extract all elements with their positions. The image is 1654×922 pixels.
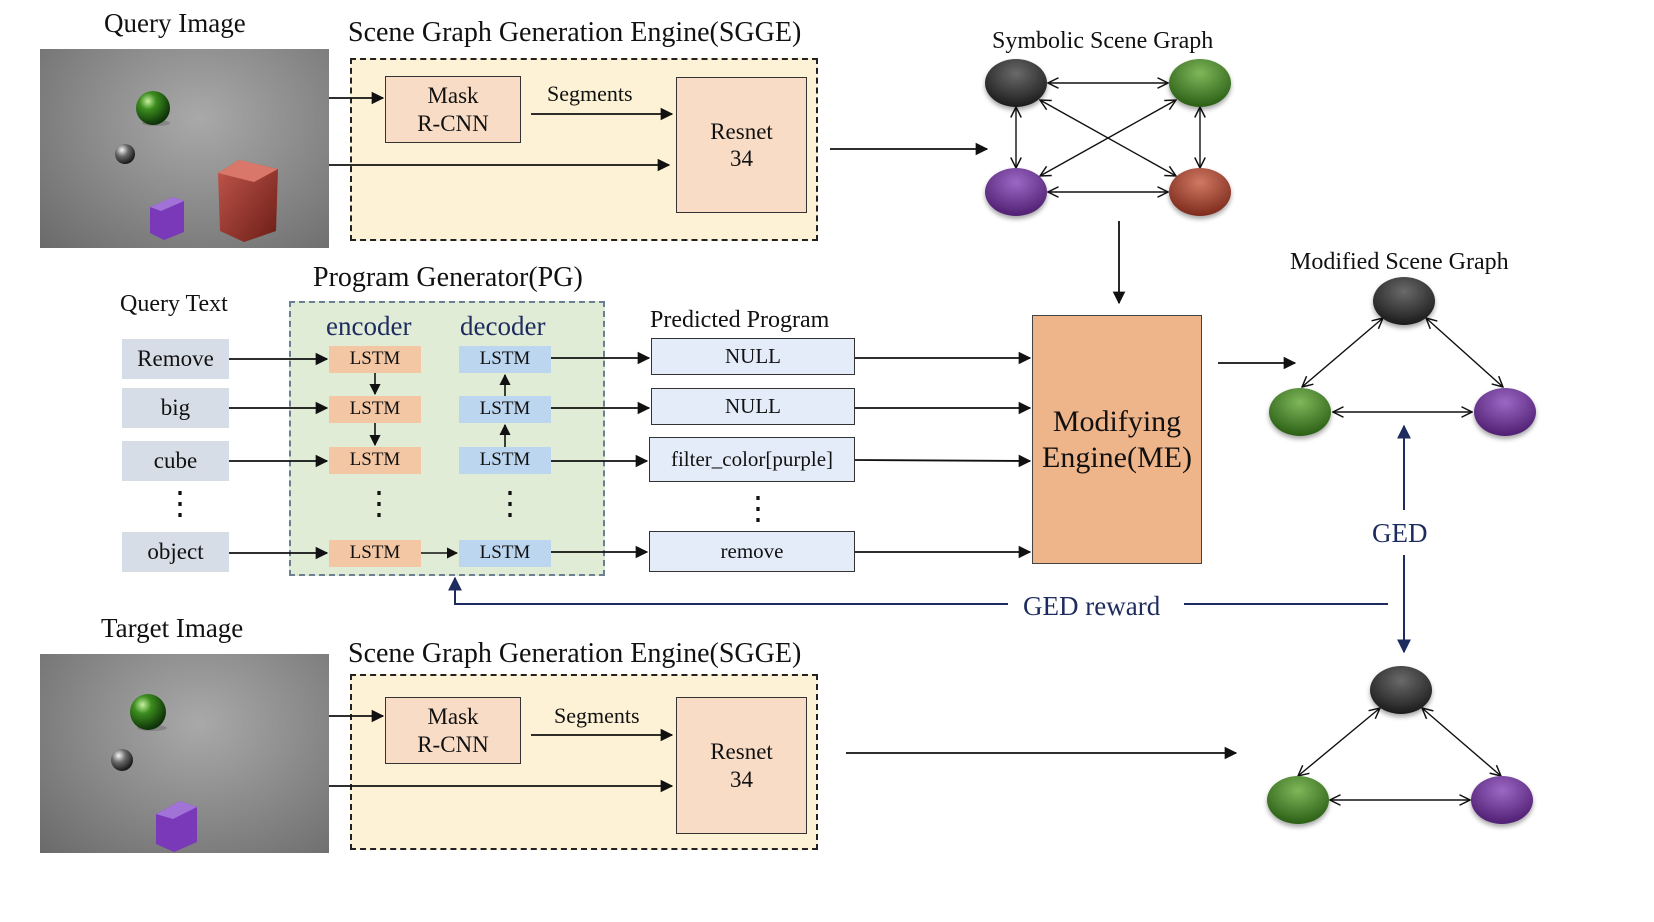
target-graph-edges [1298, 708, 1501, 800]
query-word: Remove [122, 339, 229, 379]
resnet-box-top: Resnet 34 [676, 77, 807, 213]
program-to-me-arrows [854, 351, 1032, 559]
target-image [40, 654, 329, 853]
symbolic-graph-label: Symbolic Scene Graph [992, 28, 1214, 54]
ged-reward-feedback-arrow [448, 576, 1008, 605]
program-step: remove [649, 531, 855, 572]
modifying-engine-box: Modifying Engine(ME) [1032, 315, 1202, 564]
target-image-label: Target Image [101, 613, 244, 643]
decoder-lstm: LSTM [459, 540, 551, 567]
graph-node-green [1269, 388, 1331, 436]
decoder-lstm: LSTM [459, 346, 551, 373]
program-ellipsis: ⋮ [742, 490, 774, 526]
decoder-to-program-arrows [551, 351, 651, 559]
encoder-lstm: LSTM [329, 540, 421, 567]
mask-rcnn-box-top: Mask R-CNN [385, 76, 521, 143]
encoder-ellipsis: ⋮ [363, 485, 395, 521]
encoder-lstm: LSTM [329, 346, 421, 373]
query-word-ellipsis: ⋮ [164, 485, 196, 521]
graph-node-red [1169, 168, 1231, 216]
graph-node-purple [1471, 776, 1533, 824]
decoder-label: decoder [460, 311, 546, 341]
decoder-lstm: LSTM [459, 447, 551, 474]
segments-label-top: Segments [547, 81, 633, 106]
graph-node-purple [985, 168, 1047, 216]
query-word: object [122, 532, 229, 572]
mask-rcnn-box-bottom: Mask R-CNN [385, 697, 521, 764]
program-step: NULL [651, 388, 855, 425]
resnet-box-bottom: Resnet 34 [676, 697, 807, 834]
symbolic-graph-edges [1016, 83, 1200, 192]
program-step: filter_color[purple] [649, 437, 855, 482]
target-scene-objects [111, 694, 197, 852]
segments-label-bottom: Segments [554, 703, 640, 728]
graph-node-purple [1474, 388, 1536, 436]
ged-reward-label: GED reward [1023, 591, 1161, 621]
pg-title: Program Generator(PG) [313, 262, 583, 293]
encoder-lstm: LSTM [329, 447, 421, 474]
query-word: cube [122, 441, 229, 481]
query-text-label: Query Text [120, 291, 228, 317]
query-image-label: Query Image [104, 8, 246, 38]
query-scene-objects [115, 91, 278, 242]
encoder-lstm: LSTM [329, 396, 421, 423]
query-word: big [122, 388, 229, 428]
decoder-ellipsis: ⋮ [494, 485, 526, 521]
ged-label: GED [1372, 518, 1428, 548]
graph-node-black [985, 59, 1047, 107]
predicted-program-label: Predicted Program [650, 307, 830, 333]
graph-node-green [1169, 59, 1231, 107]
sgge-title-top: Scene Graph Generation Engine(SGGE) [348, 17, 802, 48]
sgge-title-bottom: Scene Graph Generation Engine(SGGE) [348, 638, 802, 669]
graph-node-green [1267, 776, 1329, 824]
decoder-lstm: LSTM [459, 396, 551, 423]
modified-graph-edges [1302, 318, 1503, 412]
encoder-label: encoder [326, 311, 412, 341]
graph-node-black [1370, 666, 1432, 714]
modified-graph-label: Modified Scene Graph [1290, 249, 1509, 275]
graph-node-black [1373, 277, 1435, 325]
word-to-encoder-arrows [229, 352, 329, 560]
program-step: NULL [651, 338, 855, 375]
query-image [40, 49, 329, 248]
